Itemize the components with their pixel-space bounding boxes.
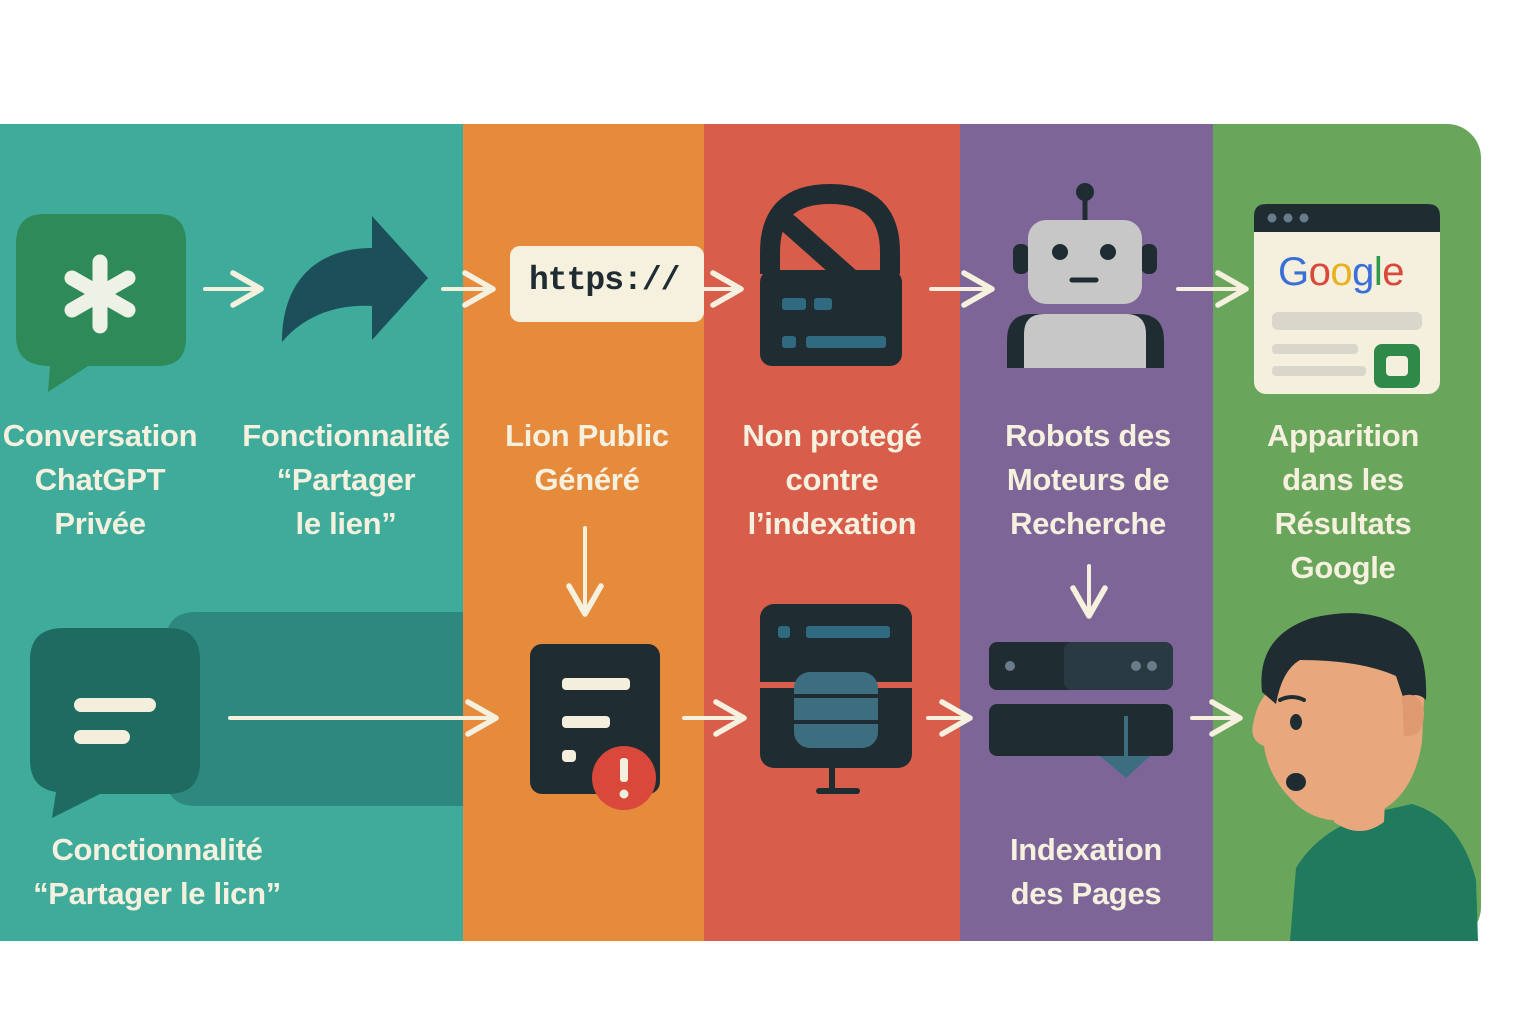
- step-label-robots: Robots des Moteurs de Recherche: [1005, 418, 1171, 541]
- down-arrows: [566, 526, 1108, 619]
- step-label-public-link: Lion Public Généré: [505, 418, 669, 497]
- step-label-conversation: Conversation ChatGPT Privée: [2, 418, 198, 541]
- step-label-not-protected: Non protegé contre l’indexation: [742, 418, 922, 541]
- url-text: https://: [529, 262, 680, 299]
- document-warning-icon: [530, 644, 660, 810]
- bottom-label-indexation: Indexation des Pages: [1009, 832, 1162, 911]
- step-label-share: Fonctionnalité “Partager le lien”: [242, 418, 450, 541]
- url-bar-icon: [510, 246, 704, 322]
- overlay-bar: [166, 612, 463, 806]
- server-monitor-icon: [760, 604, 912, 794]
- bottom-label-share: Conctionnalité “Partager le licn”: [33, 832, 281, 911]
- chat-lines-icon: [30, 628, 200, 818]
- google-wordmark-text: Google: [1278, 250, 1405, 294]
- server-stack-icon: [989, 642, 1173, 778]
- google-results-icon: [1254, 204, 1440, 394]
- blocked-lock-icon: [760, 183, 902, 366]
- surprised-person-icon: [1252, 613, 1478, 941]
- robot-icon: [1007, 183, 1164, 368]
- chat-asterisk-icon: [16, 214, 186, 392]
- step-label-google: Apparition dans les Résultats Google: [1267, 418, 1419, 585]
- share-arrow-icon: [282, 216, 428, 342]
- google-wordmark: Google: [1278, 250, 1405, 295]
